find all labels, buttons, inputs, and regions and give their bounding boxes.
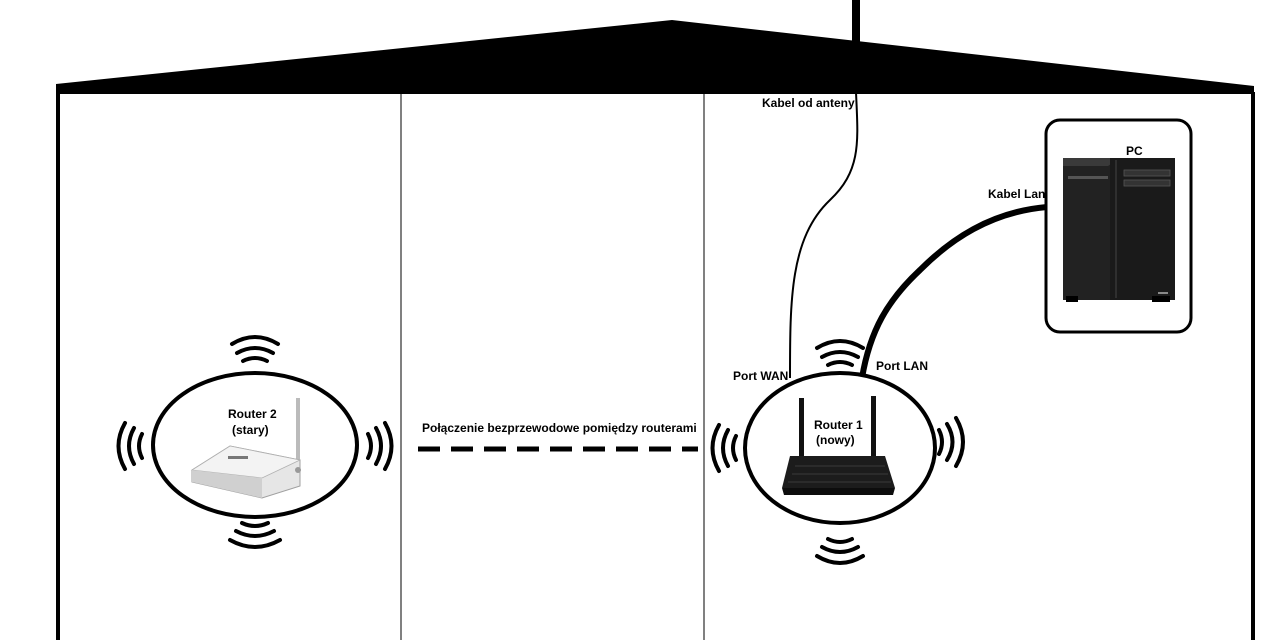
antenna-cable-label: Kabel od anteny [762, 96, 855, 110]
wifi-signal-icon [815, 537, 865, 565]
lan-cable-label: Kabel Lan [988, 187, 1045, 201]
pc-tower-icon [1063, 158, 1175, 302]
router-1: Router 1 (nowy) [743, 371, 937, 525]
port-wan-label: Port WAN [733, 369, 788, 383]
wifi-signal-icon [366, 421, 394, 471]
router-2: Router 2 (stary) [151, 371, 359, 519]
router-2-note: (stary) [232, 423, 269, 437]
pc-box: PC [1044, 118, 1193, 334]
antenna-cable [789, 91, 859, 379]
wifi-signal-icon [116, 421, 144, 471]
router-1-ellipse [743, 371, 937, 525]
port-lan-label: Port LAN [876, 359, 928, 373]
lan-cable [859, 204, 1050, 381]
router-1-name: Router 1 [814, 418, 863, 432]
router-icon [782, 396, 895, 495]
wifi-signal-icon [710, 423, 738, 473]
router-2-name: Router 2 [228, 407, 277, 421]
roof [56, 20, 1254, 94]
wifi-signal-icon [815, 339, 865, 367]
wifi-signal-icon [228, 521, 282, 549]
wifi-signal-icon [937, 416, 965, 468]
antenna-mast [852, 0, 860, 44]
pc-label: PC [1126, 144, 1143, 158]
wifi-signal-icon [230, 335, 280, 363]
router-1-note: (nowy) [816, 433, 855, 447]
wireless-link-label: Połączenie bezprzewodowe pomiędzy router… [422, 421, 697, 435]
house-outline [56, 0, 1255, 640]
router-icon [190, 398, 302, 499]
